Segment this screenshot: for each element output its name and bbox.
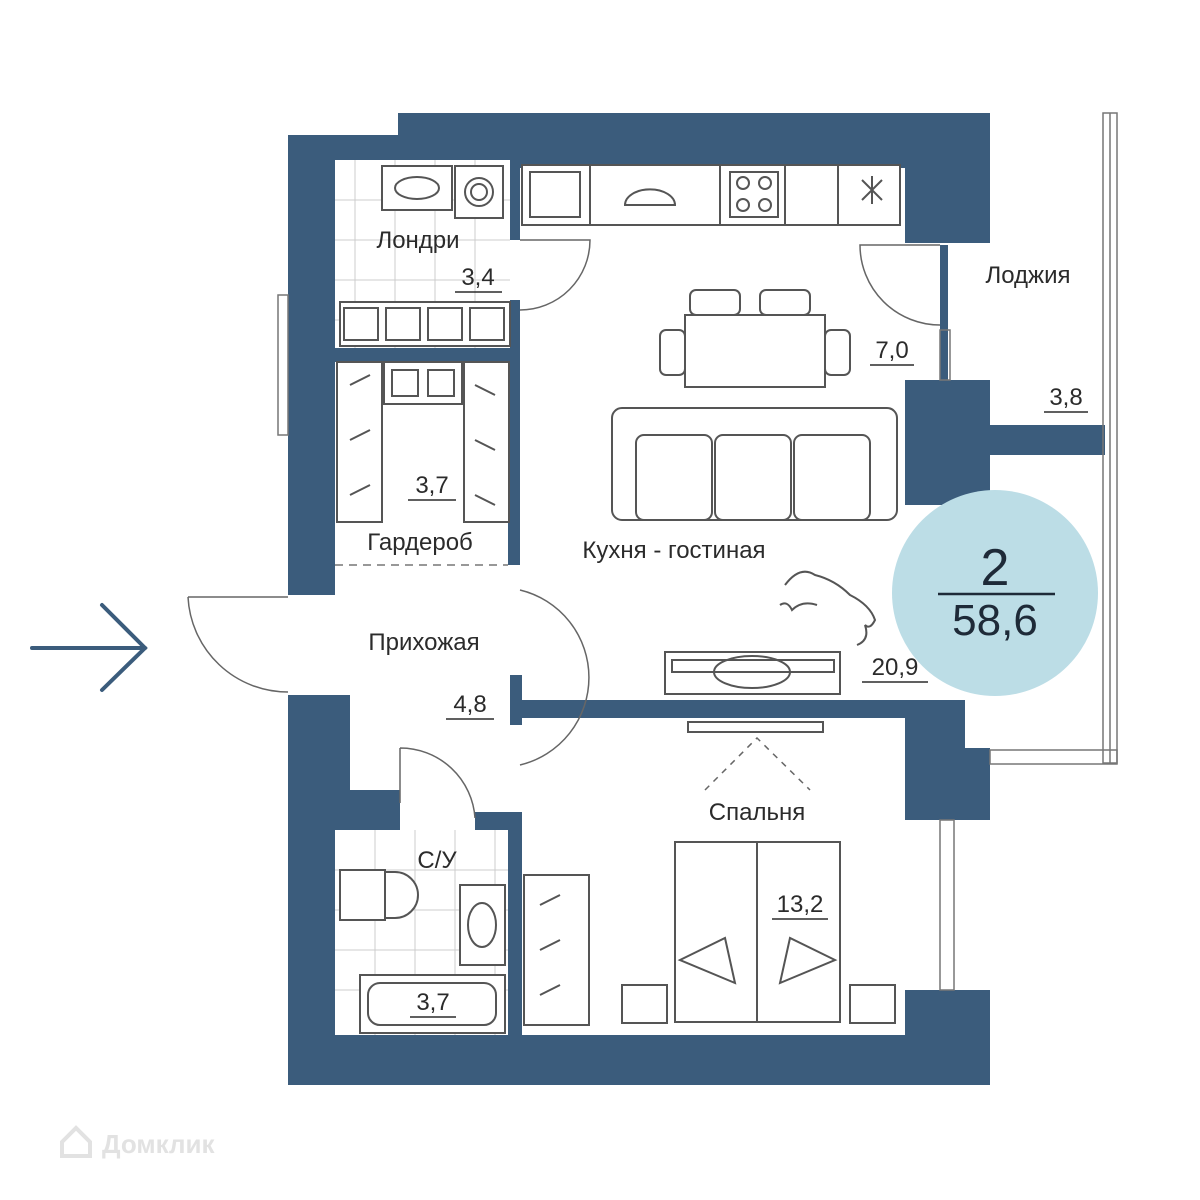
hallway-name: Прихожая — [368, 629, 479, 656]
loggia-name: Лоджия — [985, 262, 1070, 289]
laundry-fixtures — [339, 165, 511, 347]
bedroom-name: Спальня — [709, 799, 805, 826]
wardrobe-area: 3,7 — [415, 472, 448, 499]
wardrobe-racks — [336, 361, 510, 523]
bed — [621, 841, 896, 1024]
kitchen-counter — [521, 164, 901, 226]
sofa — [611, 407, 898, 521]
bathroom-area: 3,7 — [416, 989, 449, 1016]
watermark-text: Домклик — [102, 1129, 215, 1159]
rooms-count: 2 — [981, 539, 1010, 597]
kitchen-area: 20,9 — [872, 654, 919, 681]
loggia-area: 3,8 — [1049, 384, 1082, 411]
cat-icon — [779, 570, 877, 646]
bedroom-tv — [687, 721, 824, 791]
bathroom-fixtures — [339, 869, 506, 1034]
dining-table — [659, 289, 851, 388]
kitchen-name: Кухня - гостиная — [582, 537, 765, 564]
bedroom-area: 13,2 — [777, 891, 824, 918]
walls — [288, 113, 1105, 1085]
house-logo-icon — [60, 1125, 92, 1158]
arrow-right-icon — [30, 603, 148, 692]
laundry-area: 3,4 — [461, 264, 494, 291]
total-area: 58,6 — [952, 596, 1038, 645]
wardrobe-name: Гардероб — [367, 529, 473, 556]
tv-stand — [664, 651, 841, 695]
room-labels: Лондри 3,4 3,7 Гардероб Прихожая 4,8 7,0… — [367, 227, 1088, 1018]
watermark: Домклик — [60, 1125, 215, 1159]
windows — [277, 112, 1118, 991]
laundry-name: Лондри — [376, 227, 459, 254]
kitchen-dining-area: 7,0 — [875, 337, 908, 364]
hallway-area: 4,8 — [453, 691, 486, 718]
bedroom-wardrobe — [523, 874, 590, 1026]
bathroom-name: С/У — [417, 847, 457, 874]
